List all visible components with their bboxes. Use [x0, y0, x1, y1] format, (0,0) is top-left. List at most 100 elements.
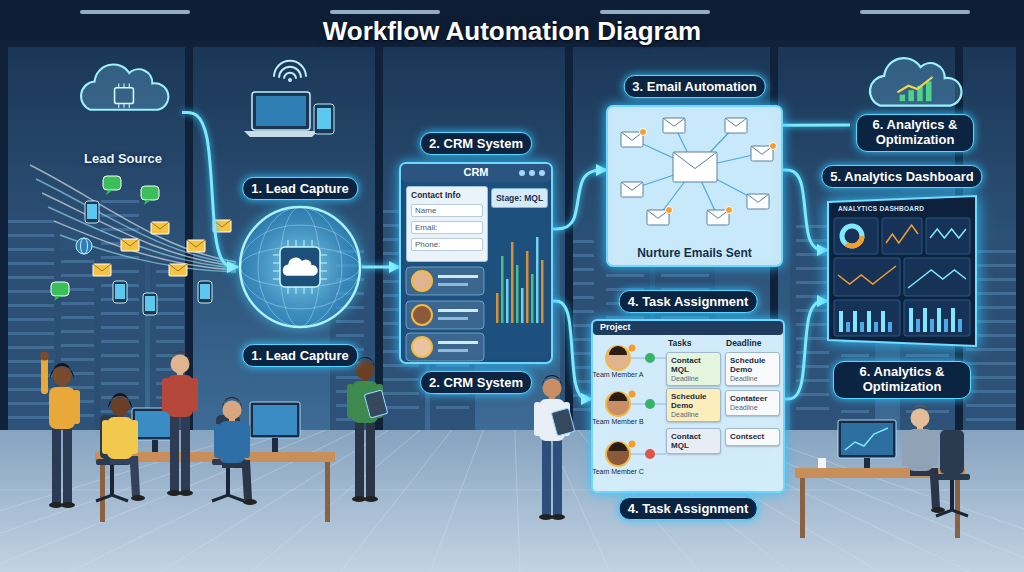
mail-icon	[121, 239, 139, 251]
bar-chart	[888, 322, 892, 332]
status-dot	[645, 353, 655, 363]
chip-pin	[304, 287, 305, 294]
chip-pin	[296, 240, 297, 247]
envelope-flap	[663, 118, 685, 126]
person-shoe	[243, 499, 257, 505]
building-window	[6, 220, 54, 223]
task-card: Contact MQL	[666, 428, 721, 454]
crm-window: 2. CRM SystemCRM2. CRM SystemContact Inf…	[400, 163, 552, 363]
chat-tail	[106, 190, 113, 195]
bar-chart	[874, 322, 878, 332]
node-text: Deadline	[730, 404, 775, 411]
floor-line	[0, 430, 326, 572]
chairs	[96, 415, 970, 516]
devices	[244, 61, 334, 137]
mail-icon	[187, 240, 205, 252]
lead-icon	[113, 281, 127, 303]
person-fist	[40, 352, 49, 361]
person-shoe	[131, 495, 145, 501]
person-head	[911, 409, 930, 428]
bar-chart	[937, 308, 941, 332]
person-shoe	[539, 514, 553, 520]
flow-connector	[552, 301, 592, 399]
flow-connector	[782, 124, 850, 127]
building-window	[796, 407, 829, 410]
flow-connector	[362, 266, 400, 269]
person-shoe	[364, 496, 378, 502]
person-leg	[110, 456, 140, 496]
window-button	[519, 170, 525, 176]
chip-pin	[320, 279, 327, 280]
contact-avatar	[412, 337, 432, 357]
avatar	[606, 346, 630, 370]
step-label: 1. Lead Capture	[242, 344, 358, 367]
node-text: ANALYTICS DASHBOARD	[838, 205, 924, 212]
stage-bar	[516, 265, 519, 323]
lead-capture-globe: 1. Lead Capture1. Lead Capture	[238, 205, 362, 329]
building-window	[796, 253, 829, 256]
chat-tail	[144, 200, 151, 205]
building-window	[6, 276, 54, 279]
window-frame	[400, 163, 552, 363]
building-window	[101, 340, 139, 343]
chip-pin	[118, 84, 119, 88]
building-window	[156, 326, 184, 329]
building-window	[6, 332, 54, 335]
lead-stream	[30, 165, 236, 315]
contact-line	[438, 275, 478, 278]
avatar	[606, 442, 630, 466]
window-mullion	[375, 40, 383, 432]
ceiling-light	[330, 10, 440, 14]
node-text: Contact Info	[411, 190, 483, 200]
node-text: Tasks	[668, 338, 691, 348]
task-card: ContateerDeadline	[725, 390, 780, 416]
person-arm	[73, 390, 80, 424]
building-window	[661, 316, 709, 319]
envelope	[725, 118, 747, 133]
laptop-base	[244, 131, 318, 137]
person-shoe	[167, 490, 181, 496]
bar-chart	[951, 308, 955, 332]
step-label: 1. Lead Capture	[242, 177, 358, 200]
trend-line	[897, 77, 932, 92]
building-window	[156, 340, 184, 343]
person-head	[223, 401, 242, 420]
stream-swoosh	[54, 221, 236, 270]
person-torso	[49, 387, 75, 429]
node-text: Project	[600, 322, 631, 332]
chat-tail	[54, 296, 61, 301]
chip-pin	[273, 271, 280, 272]
step-label: 4. Task Assignment	[619, 497, 758, 520]
person-hair	[542, 375, 562, 386]
building-window	[336, 334, 364, 337]
cloud-outline	[81, 64, 168, 109]
floor-line	[160, 430, 389, 572]
building-window	[156, 284, 184, 287]
building-window	[841, 354, 869, 357]
monitor-screen	[253, 405, 297, 435]
coffee-cup	[818, 458, 826, 468]
node-text: Deadline	[671, 375, 716, 382]
chair-post	[226, 465, 230, 495]
stream-swoosh	[48, 207, 236, 268]
person-hair	[170, 351, 190, 362]
lead-icon	[169, 264, 187, 276]
contact-avatar	[412, 305, 432, 325]
bar-chart	[958, 319, 962, 332]
bar-chart	[867, 311, 871, 332]
globe-icon	[76, 238, 92, 254]
person-arm	[534, 402, 541, 436]
building-window	[796, 225, 829, 228]
person-arm	[162, 378, 169, 412]
stage-bar	[536, 237, 539, 323]
stage-bar	[501, 256, 504, 323]
building-window	[6, 262, 54, 265]
building-window	[156, 312, 184, 315]
node-text: Contateer	[730, 394, 775, 403]
contact-avatar	[412, 271, 432, 291]
person-leg	[910, 468, 940, 508]
ceiling	[0, 0, 1024, 42]
contact-row	[406, 267, 484, 295]
building-window	[796, 337, 829, 340]
flow-connector	[782, 170, 828, 250]
